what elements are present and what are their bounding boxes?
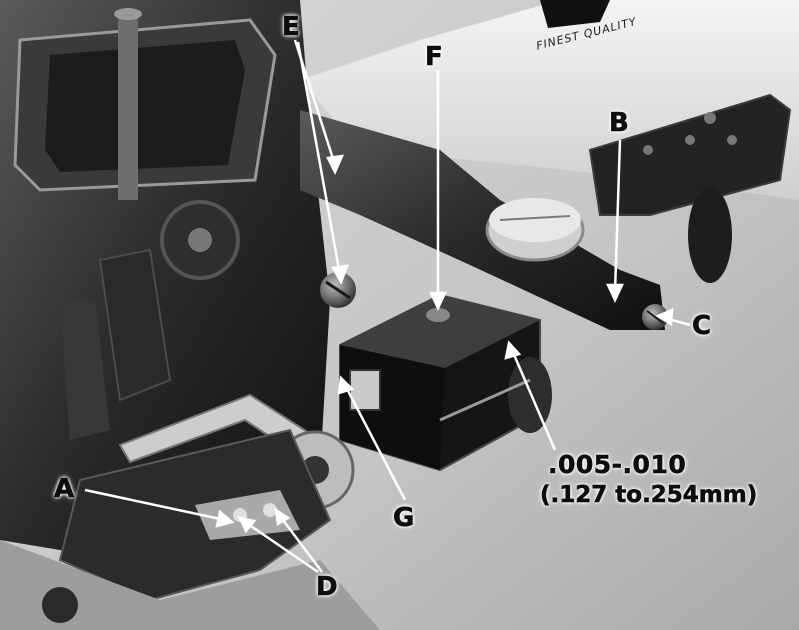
throat-plate (0, 540, 380, 630)
callout-e: E (282, 12, 300, 42)
needle-bar-cap (114, 8, 142, 20)
presser-foot-toe (195, 490, 300, 540)
mechanism-hub (188, 228, 212, 252)
bracket-rear-roller (688, 187, 732, 283)
guide-block-top (340, 295, 540, 368)
callout-a: A (54, 474, 75, 504)
arm-logo-mark (540, 0, 610, 28)
clearance-label: .005-.010 (548, 450, 687, 479)
callout-c: C (692, 311, 712, 341)
plate-hole (727, 135, 737, 145)
plate-hole (643, 145, 653, 155)
linkage-plate (98, 248, 172, 402)
callout-b: B (609, 108, 629, 138)
screw-f (426, 308, 450, 322)
top-plate-opening (45, 40, 245, 172)
bracket-mounting-plate (588, 93, 792, 216)
presser-foot (58, 428, 332, 602)
callout-arrows (84, 39, 691, 574)
clearance-metric-label: (.127 to.254mm) (540, 482, 758, 508)
callout-d: D (316, 572, 338, 602)
callout-f: F (425, 42, 443, 72)
clearance-gap (439, 378, 531, 422)
screw-d-right (263, 503, 277, 517)
callout-g: G (393, 503, 415, 533)
linkage-arm (60, 300, 110, 440)
bracket-arm (300, 110, 665, 330)
needle-bar-post (118, 10, 138, 200)
plate-hole (685, 135, 695, 145)
plate-hole (704, 112, 716, 124)
throat-plate-screw (42, 587, 78, 623)
